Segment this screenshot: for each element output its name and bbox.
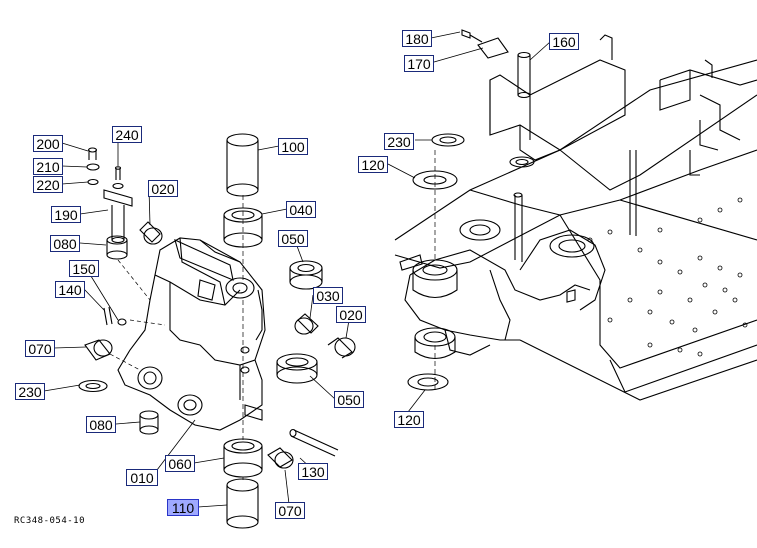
callout-190[interactable]: 190 xyxy=(51,206,81,223)
callout-080-upper[interactable]: 080 xyxy=(50,235,80,252)
callout-160[interactable]: 160 xyxy=(549,33,579,50)
callout-040[interactable]: 040 xyxy=(286,201,316,218)
callout-020-upper[interactable]: 020 xyxy=(148,180,178,197)
callout-050-lower[interactable]: 050 xyxy=(334,391,364,408)
callout-180[interactable]: 180 xyxy=(402,30,432,47)
main-frame-drawing xyxy=(394,29,757,401)
callout-070-left[interactable]: 070 xyxy=(25,340,55,357)
callout-230-right[interactable]: 230 xyxy=(384,133,414,150)
callout-120-bottom[interactable]: 120 xyxy=(394,411,424,428)
callout-240[interactable]: 240 xyxy=(112,126,142,143)
callout-010[interactable]: 010 xyxy=(126,469,158,486)
callout-080-lower[interactable]: 080 xyxy=(86,416,116,433)
callout-220[interactable]: 220 xyxy=(33,176,63,193)
callout-070-lower[interactable]: 070 xyxy=(275,502,305,519)
diagram-code: RC348-054-10 xyxy=(14,516,86,526)
callout-110-selected[interactable]: 110 xyxy=(167,499,199,516)
callout-060[interactable]: 060 xyxy=(165,455,195,472)
callout-050-upper[interactable]: 050 xyxy=(278,230,308,247)
callout-130[interactable]: 130 xyxy=(298,463,328,480)
callout-200[interactable]: 200 xyxy=(33,135,63,152)
callout-150[interactable]: 150 xyxy=(69,260,99,277)
callout-100[interactable]: 100 xyxy=(278,138,308,155)
callout-210[interactable]: 210 xyxy=(33,158,63,175)
leader-lines xyxy=(43,31,551,508)
callout-030[interactable]: 030 xyxy=(313,287,343,304)
callout-140[interactable]: 140 xyxy=(55,281,85,298)
swing-bracket-drawing xyxy=(78,133,356,529)
callout-120-top[interactable]: 120 xyxy=(358,156,388,173)
callout-170[interactable]: 170 xyxy=(404,55,434,72)
callout-020-right[interactable]: 020 xyxy=(336,306,366,323)
callout-230-left[interactable]: 230 xyxy=(15,383,45,400)
